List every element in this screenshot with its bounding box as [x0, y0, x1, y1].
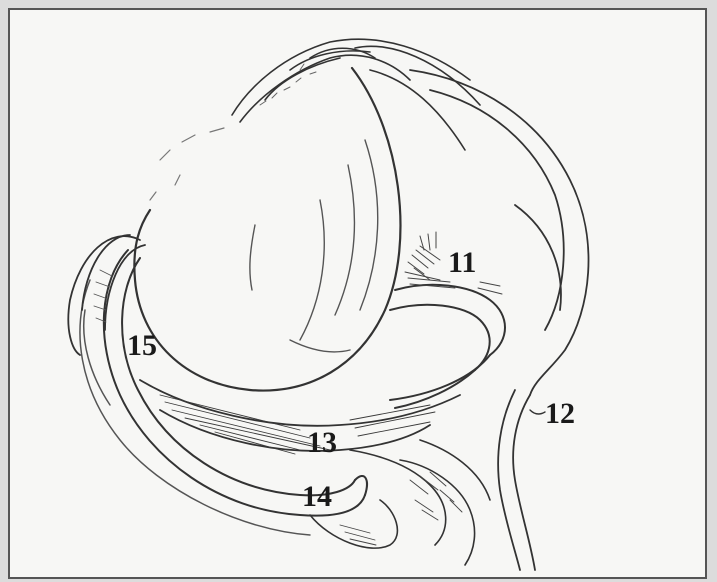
label-14: 14: [302, 482, 332, 512]
label-12: 12: [545, 399, 575, 429]
sphere-outline: [134, 68, 400, 391]
upper-fold-shading: [260, 64, 316, 105]
label-15: 15: [127, 331, 157, 361]
lower-tube-outer: [80, 280, 310, 535]
region-13-outline: [140, 380, 460, 451]
label-11: 11: [448, 248, 476, 278]
anatomical-illustration: [10, 10, 707, 579]
upper-fold: [232, 39, 480, 150]
sphere-top-sketch-marks: [150, 128, 224, 200]
ribbon-band: [390, 285, 505, 408]
label-13: 13: [307, 428, 337, 458]
figure-frame: 11 12 13 14 15: [8, 8, 707, 579]
label-12-leader: [530, 410, 545, 414]
sphere-inner-arcs: [250, 140, 378, 352]
region-14-lobes: [310, 440, 490, 565]
right-membrane: [410, 70, 589, 570]
